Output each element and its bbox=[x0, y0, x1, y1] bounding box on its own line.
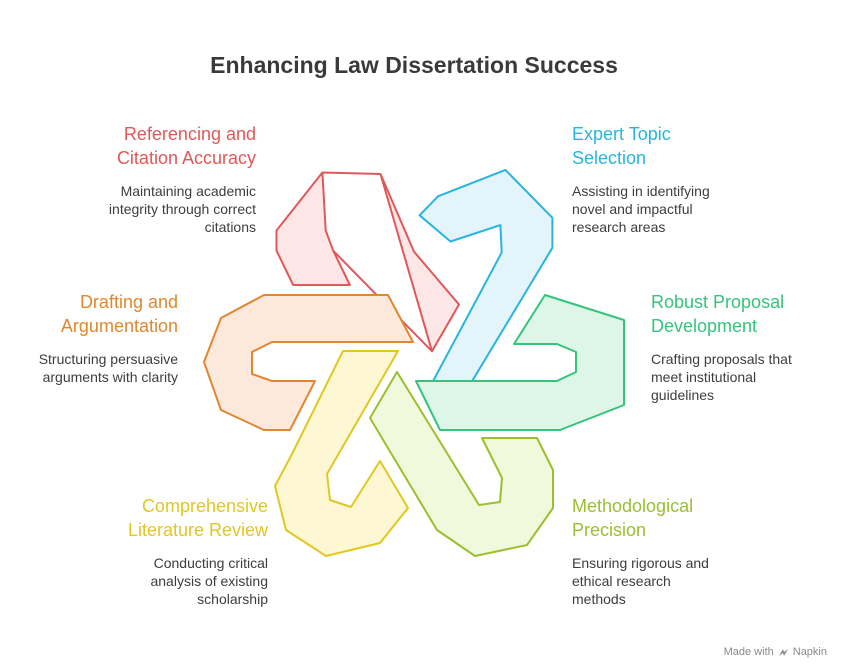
item-literature-title: Comprehensive Literature Review bbox=[48, 494, 268, 542]
link-yellow bbox=[274, 350, 409, 557]
napkin-logo-icon bbox=[778, 647, 789, 658]
item-method-desc: Ensuring rigorous and ethical research m… bbox=[572, 554, 792, 608]
desc-line: methods bbox=[572, 591, 626, 607]
item-referencing-title-line2: Citation Accuracy bbox=[116, 148, 256, 168]
made-with-label: Made with bbox=[723, 646, 774, 658]
desc-line: analysis of existing bbox=[150, 573, 268, 589]
desc-line: meet institutional bbox=[651, 369, 757, 385]
item-drafting-desc: Structuring persuasive arguments with cl… bbox=[0, 350, 178, 386]
item-literature: Comprehensive Literature Review Conducti… bbox=[48, 494, 268, 608]
link-orange bbox=[203, 294, 414, 431]
item-drafting: Drafting and Argumentation Structuring p… bbox=[0, 290, 178, 386]
made-with-napkin[interactable]: Made with Napkin bbox=[724, 646, 827, 658]
desc-line: novel and impactful bbox=[572, 201, 693, 217]
item-literature-title-line1: Comprehensive bbox=[141, 496, 268, 516]
page-title: Enhancing Law Dissertation Success bbox=[210, 52, 618, 78]
desc-line: ethical research bbox=[572, 573, 671, 589]
item-referencing-desc: Maintaining academic integrity through c… bbox=[36, 182, 256, 236]
item-referencing: Referencing and Citation Accuracy Mainta… bbox=[36, 122, 256, 236]
link-blue bbox=[418, 168, 554, 386]
item-proposal-title-line1: Robust Proposal bbox=[651, 292, 785, 312]
desc-line: Ensuring rigorous and bbox=[572, 555, 709, 571]
desc-line: research areas bbox=[572, 219, 666, 235]
item-method: Methodological Precision Ensuring rigoro… bbox=[572, 494, 792, 608]
item-topic-title-line2: Selection bbox=[572, 148, 647, 168]
item-referencing-title: Referencing and Citation Accuracy bbox=[36, 122, 256, 170]
item-method-title: Methodological Precision bbox=[572, 494, 792, 542]
item-topic: Expert Topic Selection Assisting in iden… bbox=[572, 122, 792, 236]
item-literature-desc: Conducting critical analysis of existing… bbox=[48, 554, 268, 608]
desc-line: integrity through correct bbox=[108, 201, 256, 217]
item-topic-title-line1: Expert Topic bbox=[572, 124, 671, 144]
desc-line: scholarship bbox=[197, 591, 268, 607]
item-proposal-title-line2: Development bbox=[651, 316, 758, 336]
item-topic-desc: Assisting in identifying novel and impac… bbox=[572, 182, 792, 236]
item-proposal: Robust Proposal Development Crafting pro… bbox=[651, 290, 831, 404]
item-drafting-title-line2: Argumentation bbox=[60, 316, 178, 336]
item-proposal-desc: Crafting proposals that meet institution… bbox=[651, 350, 831, 404]
napkin-brand-label: Napkin bbox=[792, 646, 827, 658]
item-drafting-title-line1: Drafting and bbox=[79, 292, 178, 312]
desc-line: guidelines bbox=[651, 387, 715, 403]
link-lime bbox=[369, 371, 554, 557]
desc-line: citations bbox=[204, 219, 256, 235]
desc-line: Conducting critical bbox=[153, 555, 268, 571]
item-drafting-title: Drafting and Argumentation bbox=[0, 290, 178, 338]
item-referencing-title-line1: Referencing and bbox=[123, 124, 256, 144]
item-method-title-line1: Methodological bbox=[572, 496, 694, 516]
desc-line: Maintaining academic bbox=[120, 183, 256, 199]
item-method-title-line2: Precision bbox=[572, 520, 647, 540]
link-green bbox=[415, 294, 625, 431]
desc-line: arguments with clarity bbox=[42, 369, 178, 385]
desc-line: Structuring persuasive bbox=[38, 351, 178, 367]
item-topic-title: Expert Topic Selection bbox=[572, 122, 792, 170]
desc-line: Crafting proposals that bbox=[651, 351, 792, 367]
item-literature-title-line2: Literature Review bbox=[127, 520, 268, 540]
desc-line: Assisting in identifying bbox=[572, 183, 710, 199]
link-red bbox=[275, 171, 460, 353]
item-proposal-title: Robust Proposal Development bbox=[651, 290, 831, 338]
